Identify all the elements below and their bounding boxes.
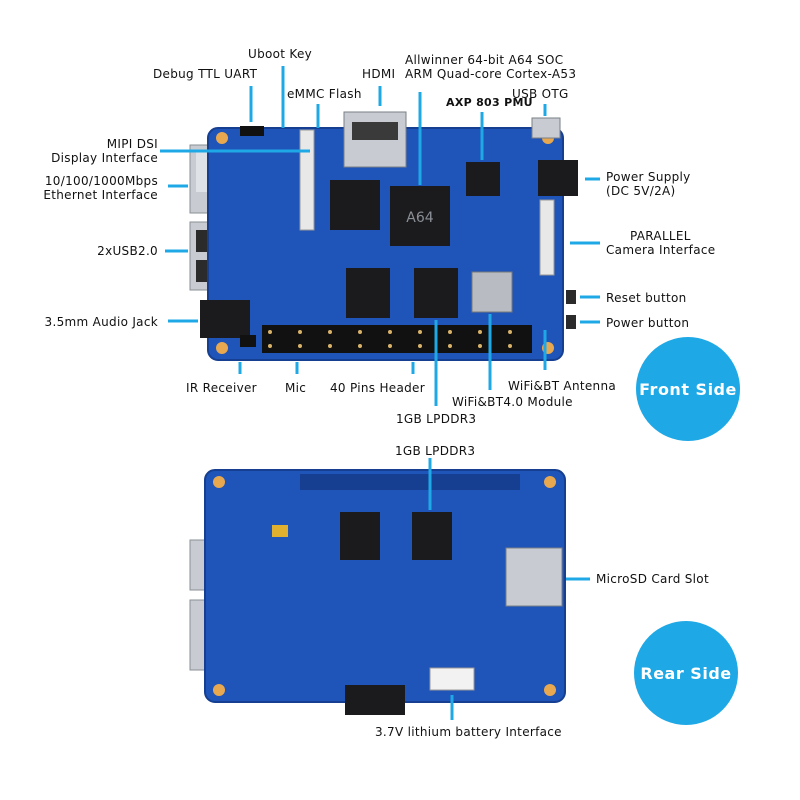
battery-label: 3.7V lithium battery Interface: [375, 725, 562, 739]
ram-chip: [340, 512, 380, 560]
usb-otg-port: [531, 117, 561, 139]
ethernet-label-line1: 10/100/1000Mbps: [44, 174, 158, 188]
uart-pins: [240, 126, 264, 136]
mipi-label-line2: Display Interface: [51, 151, 158, 165]
emmc-chip: [330, 180, 380, 230]
pmu-chip: [466, 162, 500, 196]
rear-side-badge: Rear Side: [634, 621, 738, 725]
svg-text:A64: A64: [406, 210, 433, 226]
soc-chip: [390, 186, 450, 246]
camera-label-line2: Camera Interface: [606, 243, 716, 257]
rear-ram-label: 1GB LPDDR3: [395, 444, 476, 458]
front-ram-label: 1GB LPDDR3: [396, 412, 477, 426]
leader-lines: [160, 66, 600, 720]
wifi-module-label: WiFi&BT4.0 Module: [452, 395, 573, 409]
gpio-header: [262, 325, 532, 353]
mipi-connector: [299, 129, 315, 231]
power-supply-label-line2: (DC 5V/2A): [606, 184, 676, 198]
microsd-label: MicroSD Card Slot: [596, 572, 709, 586]
ir-receiver-label: IR Receiver: [186, 381, 257, 395]
front-board: A64: [189, 111, 578, 361]
soc-label-line2: ARM Quad-core Cortex-A53: [405, 67, 577, 81]
usb-otg-label: USB OTG: [512, 87, 569, 101]
power-jack: [538, 160, 578, 196]
ram-chip: [346, 268, 390, 318]
uart-label: Debug TTL UART: [153, 67, 258, 81]
rear-board: [189, 469, 566, 715]
microsd-slot: [505, 547, 563, 607]
battery-connector: [429, 667, 475, 691]
power-button-label: Power button: [606, 316, 690, 330]
header-label: 40 Pins Header: [330, 381, 425, 395]
mipi-label-line1: MIPI DSI: [106, 137, 158, 151]
audio-jack-label: 3.5mm Audio Jack: [44, 315, 158, 329]
hdmi-label: HDMI: [362, 67, 396, 81]
ram-chip: [412, 512, 452, 560]
audio-jack: [200, 300, 250, 338]
antenna-label: WiFi&BT Antenna: [508, 379, 616, 393]
reset-button: [566, 290, 576, 304]
camera-connector: [539, 199, 555, 276]
power-button: [566, 315, 576, 329]
emmc-label: eMMC Flash: [287, 87, 362, 101]
uboot-key-label: Uboot Key: [248, 47, 313, 61]
power-supply-label-line1: Power Supply: [606, 170, 691, 184]
wifi-module: [471, 271, 513, 313]
pmu-label: AXP 803 PMU: [446, 96, 533, 109]
usb-label: 2xUSB2.0: [97, 244, 158, 258]
mic-label: Mic: [285, 381, 307, 395]
ram-chip: [414, 268, 458, 318]
camera-label-line1: PARALLEL: [630, 229, 691, 243]
ir-receiver: [240, 335, 256, 347]
ethernet-label-line2: Ethernet Interface: [43, 188, 158, 202]
reset-button-label: Reset button: [606, 291, 687, 305]
soc-label-line1: Allwinner 64-bit A64 SOC: [405, 53, 564, 67]
front-side-badge: Front Side: [636, 337, 740, 441]
